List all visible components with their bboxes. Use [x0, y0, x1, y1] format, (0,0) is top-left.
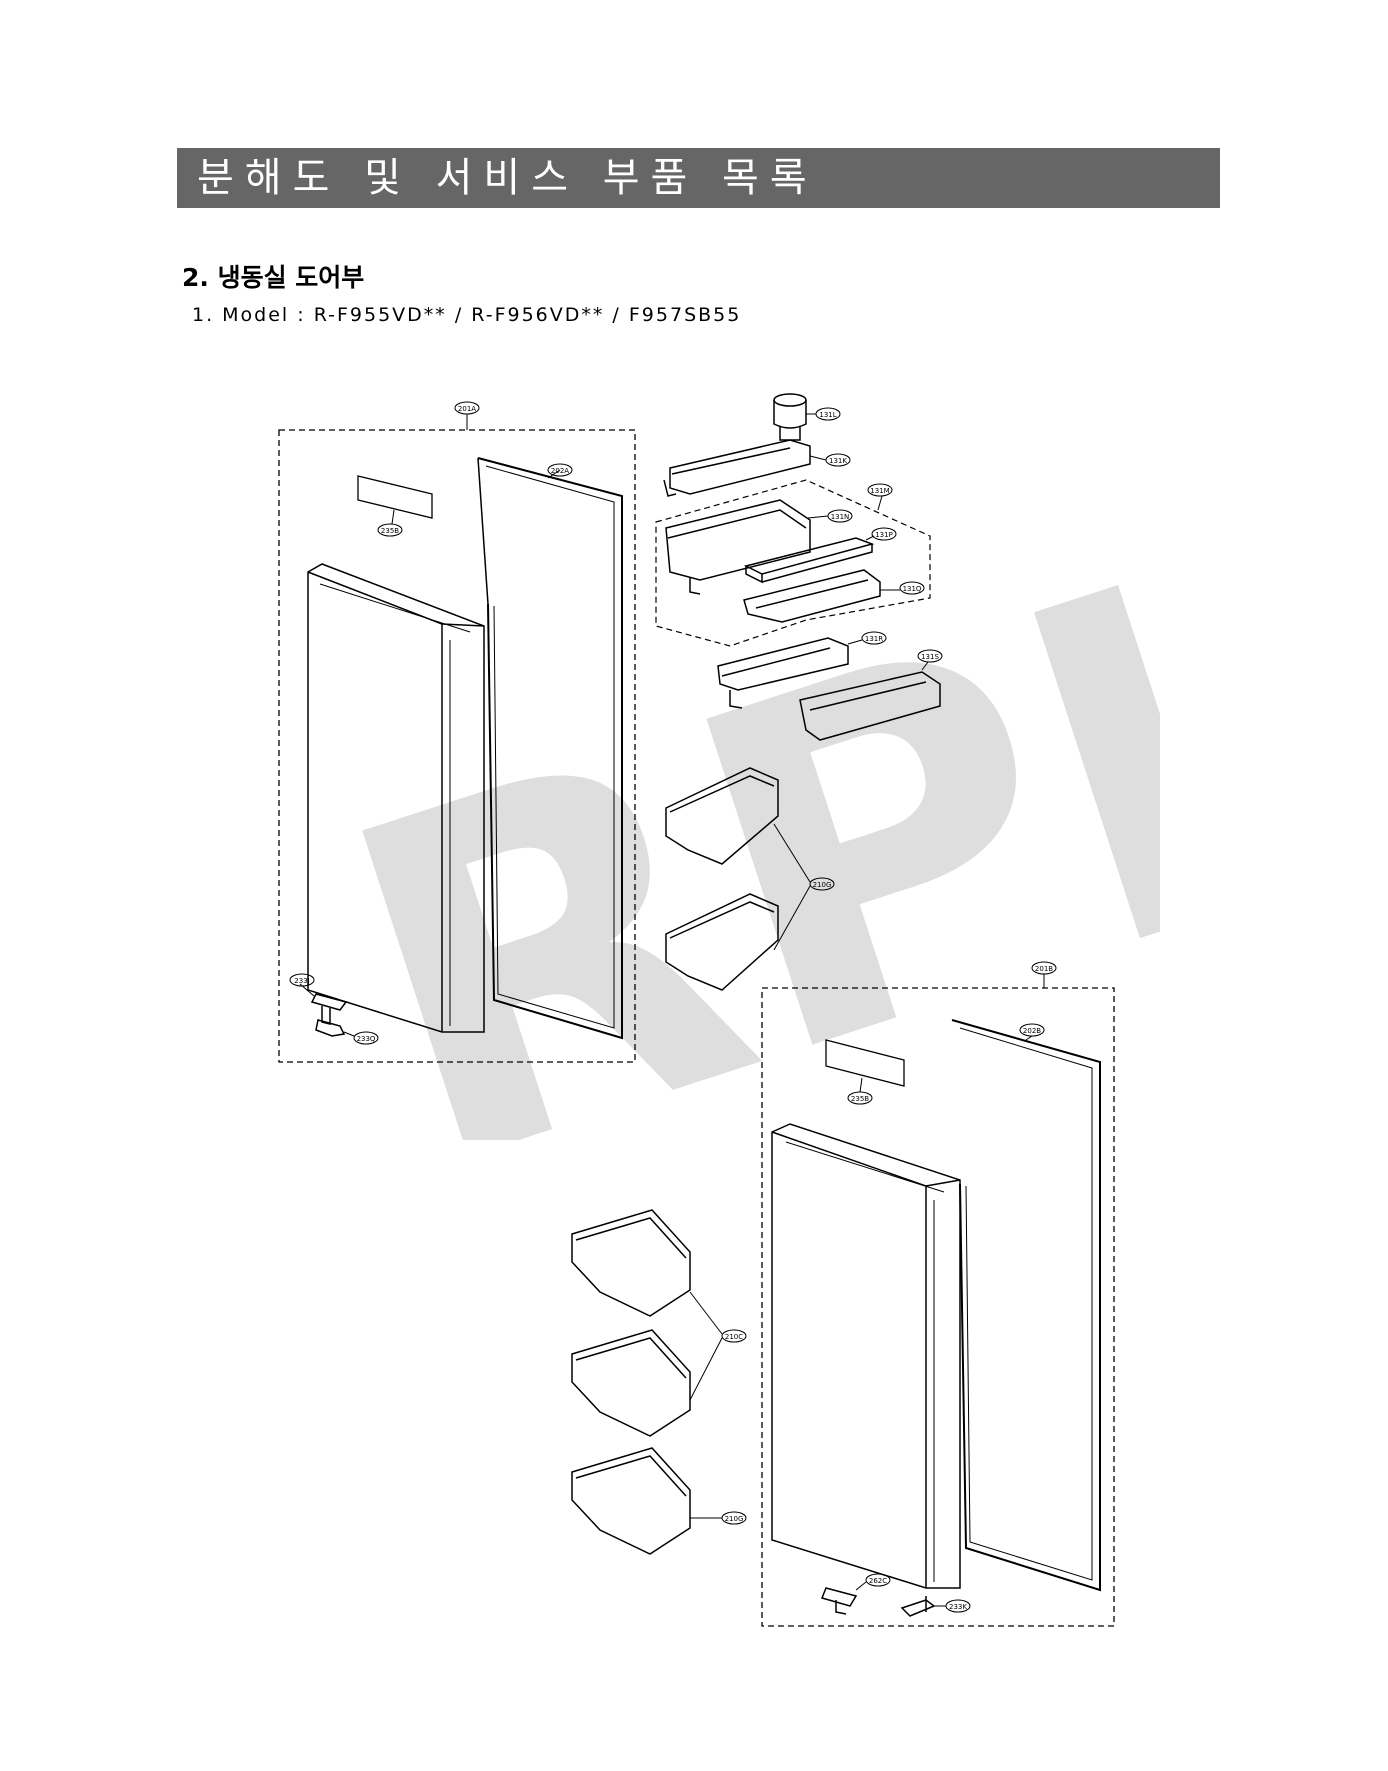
- callout-131l: 131L: [819, 411, 836, 419]
- callout-233q: 233Q: [357, 1035, 376, 1043]
- leader-202a: [547, 469, 561, 479]
- freezer-door-panel: [307, 563, 485, 1033]
- callout-235b-right: 235B: [851, 1095, 869, 1103]
- door-bin-210g-upper-1: [665, 767, 779, 865]
- leader-262c: [855, 1581, 867, 1591]
- callout-210g-lower: 210G: [725, 1515, 744, 1523]
- section-title: 2. 냉동실 도어부: [182, 263, 365, 292]
- callout-131q: 131Q: [903, 585, 922, 593]
- leader-131n: [807, 515, 829, 519]
- leader-235b-a: [391, 509, 395, 525]
- hinge-233j: [310, 993, 348, 1025]
- leader-131s: [921, 661, 929, 671]
- leader-131m: [877, 495, 883, 511]
- door-basket-131s: [799, 671, 941, 741]
- group-131m-boundary: [655, 479, 931, 647]
- group-201a-boundary: [278, 429, 636, 1063]
- group-201b-boundary: [761, 987, 1115, 1627]
- ice-bucket-131q: [743, 569, 881, 623]
- page-title: 분해도 및 서비스 부품 목록: [197, 155, 818, 201]
- callout-233j: 233J: [294, 977, 309, 985]
- leader-202b: [1025, 1035, 1033, 1041]
- hinge-262c: [820, 1587, 858, 1615]
- callout-131s: 131S: [921, 653, 939, 661]
- hinge-233q: [315, 1019, 346, 1037]
- callout-235b-left: 235B: [381, 527, 399, 535]
- leader-131r: [847, 639, 863, 645]
- callout-202a: 202A: [551, 467, 569, 475]
- leader-233q: [343, 1031, 355, 1037]
- label-strip-235b: [357, 475, 433, 519]
- header-bar: 분해도 및 서비스 부품 목록: [177, 148, 1220, 208]
- callout-131k: 131K: [829, 457, 847, 465]
- label-strip-235b-right: [825, 1039, 905, 1087]
- callout-131r: 131R: [865, 635, 883, 643]
- callout-202b: 202B: [1023, 1027, 1041, 1035]
- leader-210g-a2: [773, 885, 811, 951]
- door-bin-210c-2: [571, 1329, 691, 1437]
- ice-tray-131p: [743, 537, 875, 584]
- callout-262c: 262C: [869, 1577, 887, 1585]
- model-line: 1. Model : R-F955VD** / R-F956VD** / F95…: [192, 304, 742, 326]
- callout-233k: 233K: [949, 1603, 967, 1611]
- watermark: RPI: [300, 540, 1160, 1140]
- ice-bin-131n: [665, 499, 811, 595]
- leader-210g-a1: [773, 823, 811, 883]
- door-bin-210g-upper-2: [665, 893, 779, 991]
- callout-201b: 201B: [1035, 965, 1053, 973]
- ice-guide-131r: [717, 637, 849, 709]
- door-bin-210c-1: [571, 1209, 691, 1317]
- callout-210g-upper: 210G: [813, 881, 832, 889]
- door-gasket-202a: [477, 457, 623, 1040]
- callout-131m: 131M: [870, 487, 889, 495]
- leader-235b-b: [859, 1077, 863, 1093]
- leader-131k: [809, 455, 827, 461]
- ice-tray-131k: [663, 439, 811, 497]
- refrigerator-door-panel: [771, 1123, 961, 1589]
- callout-131n: 131N: [831, 513, 850, 521]
- door-gasket-202b: [951, 1019, 1101, 1592]
- door-bin-210g-lower: [571, 1447, 691, 1555]
- callout-210c: 210C: [725, 1333, 743, 1341]
- callout-201a: 201A: [458, 405, 476, 413]
- leader-210c-1: [689, 1291, 723, 1335]
- callout-131p: 131P: [875, 531, 893, 539]
- hinge-233k: [900, 1596, 936, 1617]
- leader-210c-2: [689, 1337, 723, 1401]
- ice-container-131l: [773, 393, 807, 441]
